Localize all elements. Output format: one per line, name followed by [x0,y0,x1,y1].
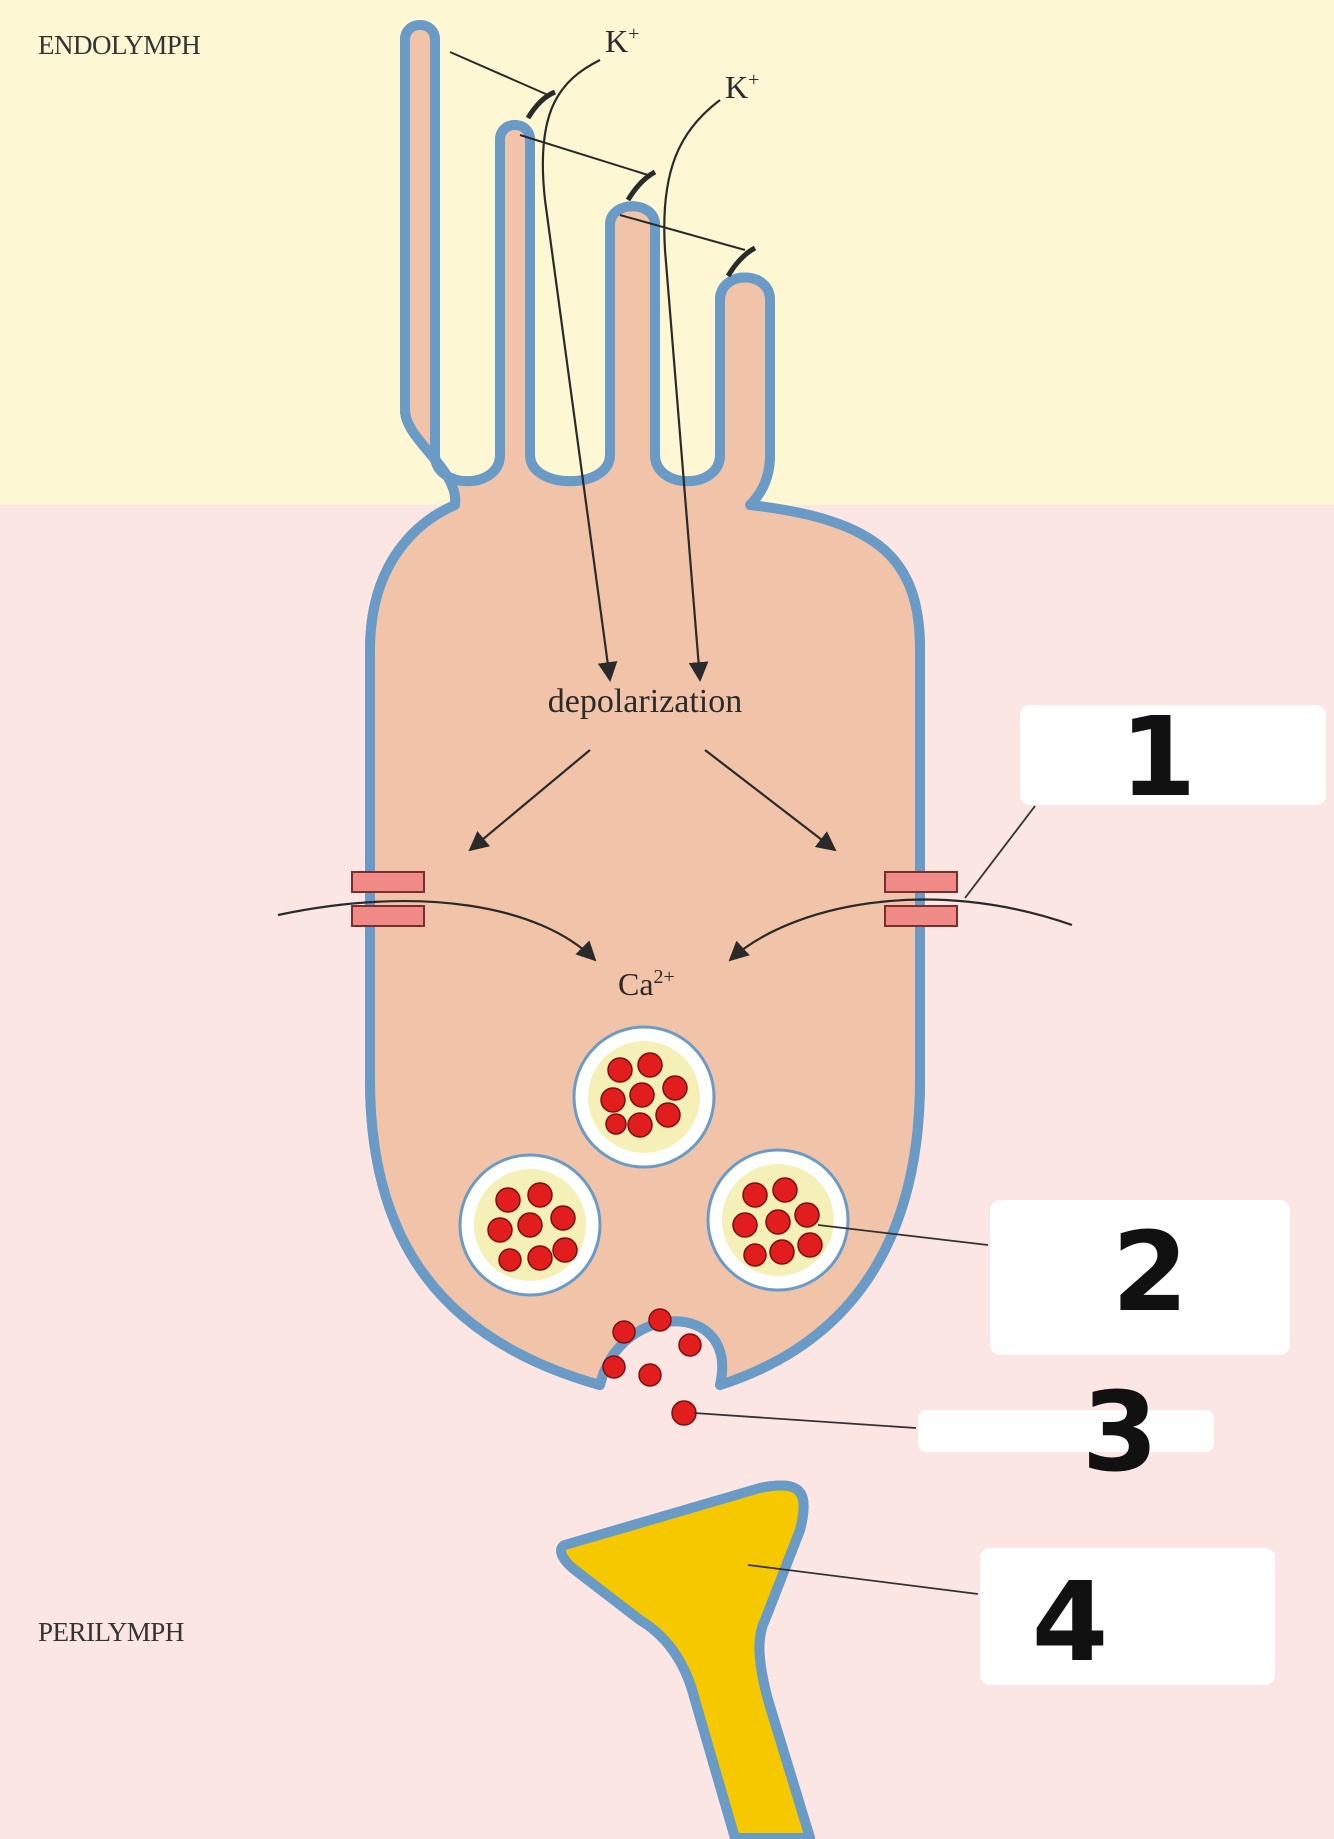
svg-text:4: 4 [1032,1558,1109,1686]
hair-cell [365,25,925,1390]
released-neurotransmitter [602,1308,702,1426]
k-ion-label-left: K+ [605,23,639,59]
calcium-channel-right [884,871,958,927]
marker-3: 3 [918,1368,1214,1496]
marker-4: 4 [980,1548,1275,1686]
svg-text:3: 3 [1082,1368,1159,1496]
afferent-nerve-terminal [561,1485,815,1839]
marker-leader-lines [693,805,1036,1595]
tip-links [449,51,757,278]
calcium-channel-left [351,871,425,927]
depolarization-label: depolarization [548,683,742,720]
perilymph-label: PERILYMPH [38,1617,184,1647]
calcium-entry-arrows [277,898,1073,962]
marker-1: 1 [1020,693,1326,821]
endolymph-label: ENDOLYMPH [38,30,200,60]
calcium-ion-label: Ca2+ [618,966,675,1002]
synaptic-vesicle-left [458,1153,602,1297]
svg-text:1: 1 [1120,693,1197,821]
synaptic-vesicle-right [706,1148,850,1292]
k-ion-arrows [541,59,721,682]
synaptic-vesicle-top [572,1025,716,1169]
svg-text:2: 2 [1112,1208,1189,1336]
depolarization-arrows [468,749,837,852]
k-ion-label-right: K+ [725,69,759,105]
marker-2: 2 [990,1200,1290,1355]
endolymph-region [0,0,1334,505]
